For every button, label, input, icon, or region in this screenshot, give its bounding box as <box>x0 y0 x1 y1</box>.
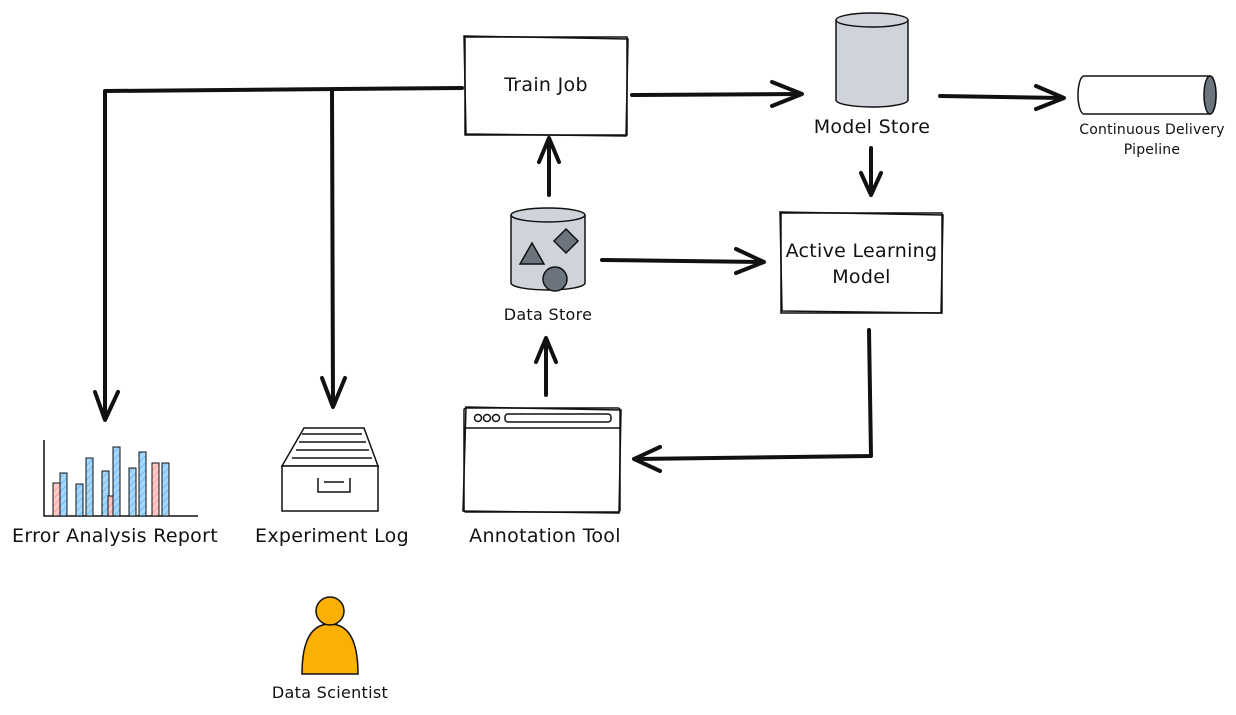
train-job-node <box>463 35 629 137</box>
error-report-label: Error Analysis Report <box>12 525 218 547</box>
diamond-shape <box>552 227 580 255</box>
active-learning-node <box>779 211 944 314</box>
annotation-tool-window <box>462 406 622 514</box>
experiment-log-drawer-icon <box>280 427 380 512</box>
active-learning-label-line2: Model <box>832 266 891 288</box>
arrowhead <box>1034 84 1066 111</box>
cd-pipeline-cylinder <box>1077 75 1217 115</box>
arrowhead <box>320 376 347 409</box>
annotation-tool-label: Annotation Tool <box>469 525 621 547</box>
data-store-cylinder <box>510 207 586 292</box>
edge-active-learning-to-annotation-tool <box>634 328 873 461</box>
edge-train-job-to-experiment-log <box>330 88 335 407</box>
data-store-label: Data Store <box>503 305 593 324</box>
arrowhead <box>534 336 558 364</box>
edge-train-job-to-error-report <box>103 86 464 420</box>
triangle-shape <box>518 241 546 265</box>
cd-pipeline-label: Continuous Delivery Pipeline <box>1062 120 1236 160</box>
active-learning-label-line1: Active Learning <box>785 240 938 262</box>
edge-train-job-to-model-store <box>630 92 802 97</box>
cd-pipeline-label-line2: Pipeline <box>1123 142 1181 158</box>
train-job-label: Train Job <box>504 74 588 96</box>
experiment-log-label: Experiment Log <box>255 525 409 547</box>
data-scientist-label: Data Scientist <box>271 683 389 702</box>
arrowhead <box>859 171 883 197</box>
circle-shape <box>542 266 568 292</box>
data-scientist-person-icon <box>301 596 359 675</box>
edge-model-store-to-cd-pipeline <box>938 94 1064 100</box>
model-store-label: Model Store <box>813 116 931 138</box>
active-learning-label: Active Learning Model <box>781 238 942 290</box>
arrowhead <box>537 136 561 164</box>
cd-pipeline-label-line1: Continuous Delivery <box>1079 122 1225 138</box>
edge-data-store-to-active-learning <box>600 258 764 264</box>
arrowhead <box>734 247 766 275</box>
error-report-chart-icon <box>43 440 198 517</box>
model-store-cylinder <box>835 12 909 108</box>
arrowhead <box>770 80 804 108</box>
arrowhead <box>93 390 120 422</box>
arrowhead <box>632 445 662 473</box>
